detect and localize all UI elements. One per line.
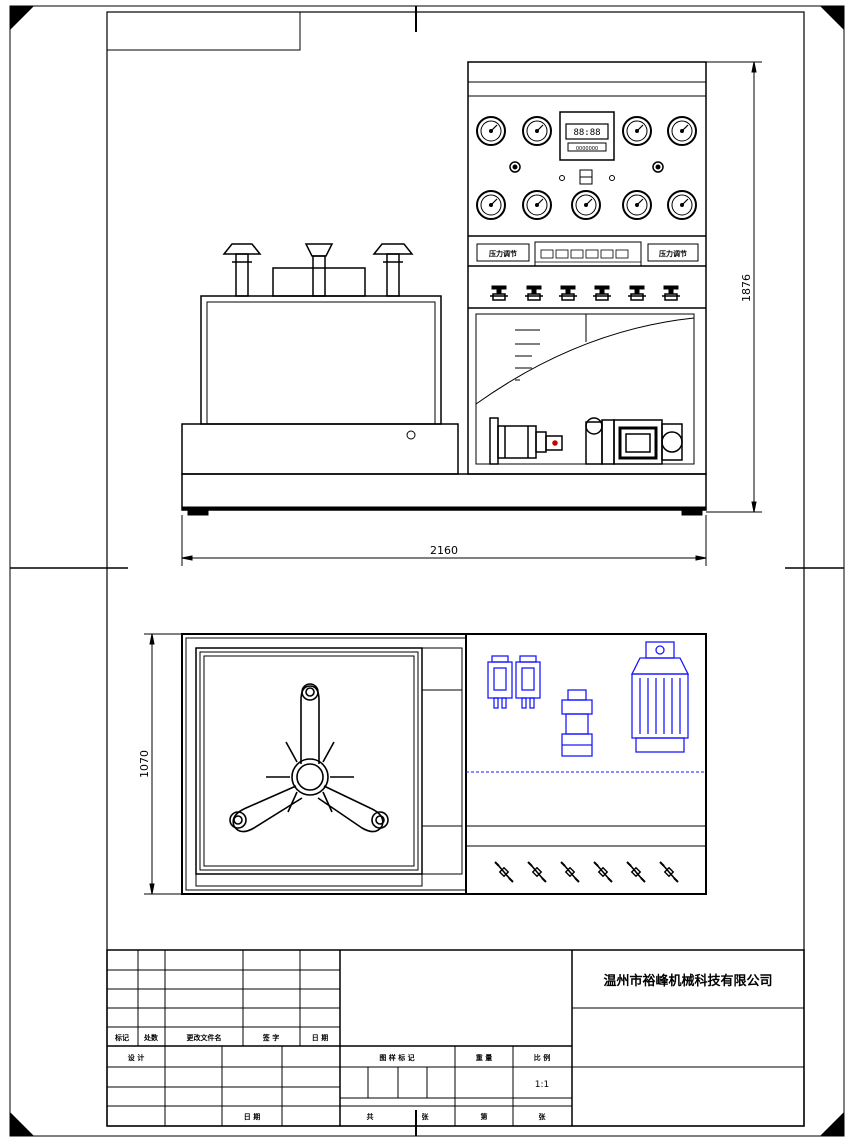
svg-text:图 样 标 记: 图 样 标 记: [379, 1053, 414, 1062]
clamp-center-icon: [304, 243, 334, 297]
clamp-right-icon: [372, 243, 414, 297]
valve-label-right: 压力调节: [659, 249, 687, 258]
svg-text:日 期: 日 期: [244, 1112, 260, 1121]
dimension-height: [706, 61, 762, 513]
svg-text:重 量: 重 量: [476, 1053, 492, 1062]
pump-top-icon: [561, 689, 593, 757]
svg-text:标记: 标记: [114, 1033, 129, 1042]
svg-text:设 计: 设 计: [128, 1053, 144, 1062]
title-block-text: 温州市裕峰机械科技有限公司 标记 处数 更改文件名 签 字 日 期 设 计 日 …: [114, 973, 773, 1121]
svg-text:张: 张: [539, 1112, 547, 1121]
svg-text:比 例: 比 例: [534, 1053, 550, 1062]
three-jaw-chuck-icon: [229, 683, 389, 833]
sheet-border: [9, 5, 845, 1137]
depth-dimension: 1070: [138, 750, 151, 778]
svg-text:更改文件名: 更改文件名: [187, 1033, 222, 1042]
motor-top-icon: [630, 641, 690, 753]
hydraulic-pump-icon: [489, 417, 563, 465]
top-view: [181, 633, 707, 895]
cylinder-pair-icon: [487, 655, 541, 709]
scale-value: 1:1: [535, 1080, 549, 1090]
company-name: 温州市裕峰机械科技有限公司: [603, 973, 772, 989]
svg-text:签 字: 签 字: [262, 1033, 279, 1042]
clamp-left-icon: [222, 243, 262, 297]
title-block: [106, 949, 805, 1127]
dimension-depth: [144, 633, 182, 895]
svg-text:共: 共: [367, 1112, 374, 1121]
display-readout: 88:88: [573, 128, 600, 138]
electric-motor-icon: [585, 417, 683, 465]
indicator-light-icon: [406, 430, 416, 440]
svg-text:日 期: 日 期: [312, 1033, 328, 1042]
front-view: [181, 61, 707, 516]
svg-text:处数: 处数: [143, 1033, 159, 1042]
svg-text:第: 第: [481, 1112, 488, 1121]
front-view-display-text: 88:88 0000000 压力调节 压力调节: [489, 128, 687, 258]
display-sub-readout: 0000000: [576, 146, 598, 152]
dimension-width: [181, 515, 707, 566]
top-view-components: [487, 641, 690, 757]
width-dimension: 2160: [430, 544, 458, 557]
valve-label-left: 压力调节: [489, 249, 517, 258]
svg-text:张: 张: [422, 1112, 430, 1121]
height-dimension: 1876: [740, 274, 753, 302]
